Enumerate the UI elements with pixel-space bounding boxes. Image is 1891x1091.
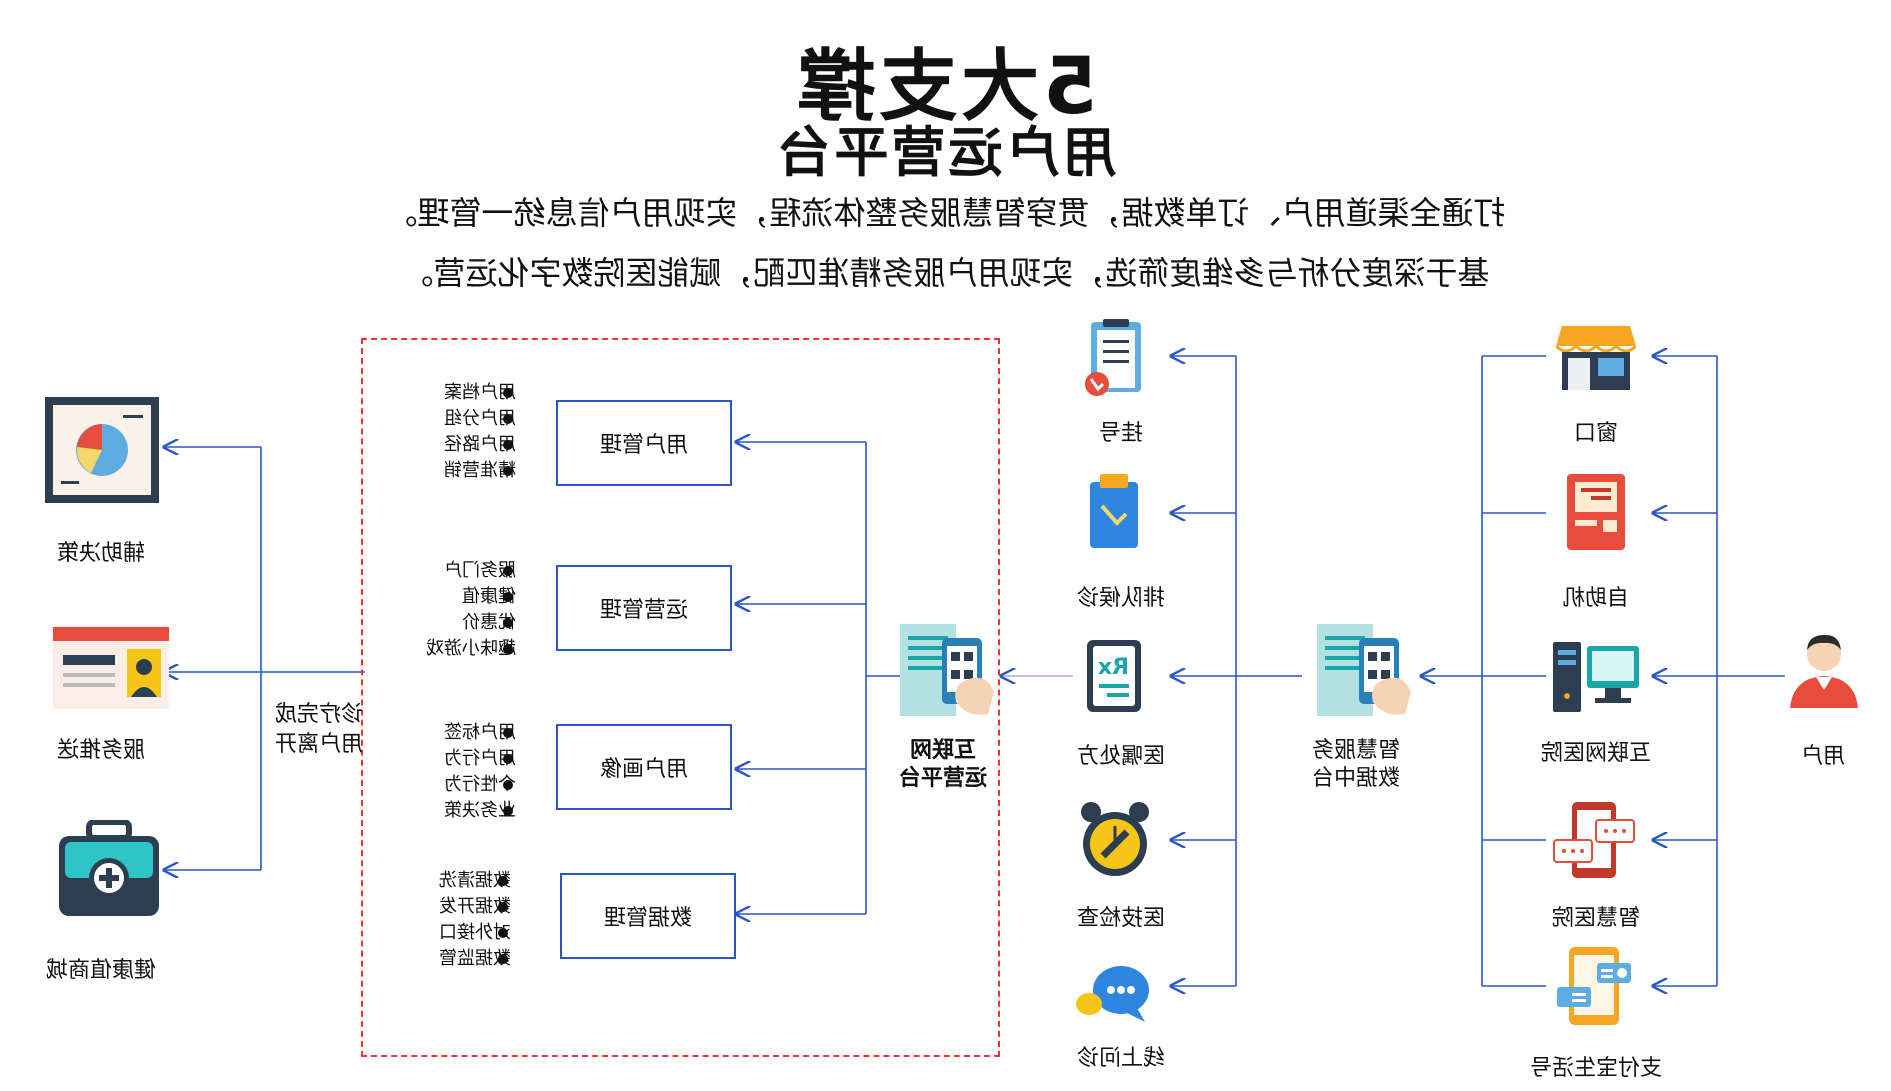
shop-window-icon: [1554, 322, 1638, 396]
alarm-clock-icon: [1077, 800, 1153, 884]
flow-note: 诊疗完成 用户离开: [243, 700, 363, 760]
smart-phone-chat-icon: [1552, 800, 1636, 884]
prescription-rx-icon: Rx: [1079, 636, 1149, 720]
flow-note-line1: 诊疗完成: [274, 702, 363, 727]
computer-icon: [1551, 640, 1641, 720]
output-push-label: 服务推送: [57, 738, 146, 763]
output-mall-label: 健康值商城: [46, 958, 157, 983]
svg-text:Rx: Rx: [1098, 655, 1129, 680]
output-decision-label: 辅助决策: [57, 541, 146, 566]
platform-qr-scan-phone-icon: [886, 622, 996, 726]
registration-clipboard-icon: [1083, 318, 1149, 402]
pie-chart-report-icon: [43, 395, 161, 509]
qr-scan-phone-icon: [1303, 622, 1413, 726]
profile-card-icon: [51, 625, 171, 715]
kiosk-icon: [1563, 472, 1629, 556]
mobile-app-icon: [1553, 945, 1633, 1031]
flow-note-line2: 用户离开: [274, 732, 363, 757]
user-icon: [1785, 630, 1863, 714]
queue-card-icon: [1082, 472, 1146, 556]
medical-kit-icon: [57, 819, 161, 922]
chat-bubble-icon: [1075, 960, 1151, 1028]
